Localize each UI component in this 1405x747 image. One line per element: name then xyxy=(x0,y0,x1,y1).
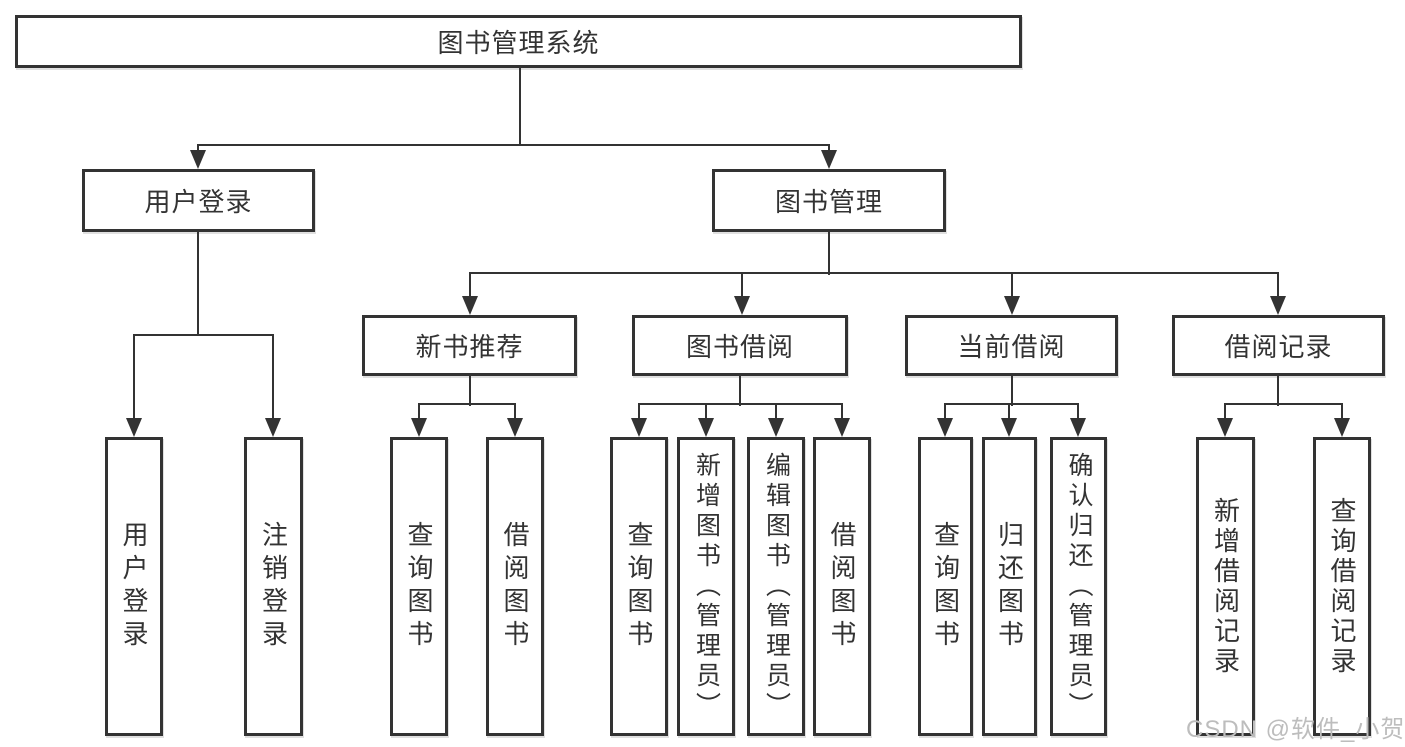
leaf-add-book-admin: 新增图书（管理员） xyxy=(677,437,735,736)
leaf-newbook-query-books: 查询图书 xyxy=(390,437,448,736)
node-current-borrowing: 当前借阅 xyxy=(905,315,1118,376)
leaf-user-login: 用户登录 xyxy=(105,437,163,736)
node-book-management-label: 图书管理 xyxy=(774,187,883,217)
node-borrow-records: 借阅记录 xyxy=(1172,315,1385,376)
connector-root-split xyxy=(197,144,830,146)
arrow-down xyxy=(821,150,837,169)
node-user-login: 用户登录 xyxy=(82,169,315,232)
connector-stub xyxy=(1011,272,1013,298)
leaf-user-login-label: 用户登录 xyxy=(119,520,149,653)
leaf-add-book-admin-label: 新增图书（管理员） xyxy=(692,451,721,722)
connector-stub xyxy=(469,272,471,298)
arrow-down xyxy=(698,418,714,437)
arrow-down xyxy=(190,150,206,169)
connector-stub xyxy=(705,403,707,420)
connector-stub xyxy=(741,272,743,298)
node-new-book-recommend: 新书推荐 xyxy=(362,315,577,376)
node-new-book-recommend-label: 新书推荐 xyxy=(415,332,524,362)
connector-current-borrow-split xyxy=(944,403,1079,405)
leaf-query-borrow-record-label: 查询借阅记录 xyxy=(1327,496,1357,677)
arrow-down xyxy=(411,418,427,437)
leaf-newbook-borrow-books-label: 借阅图书 xyxy=(500,520,530,653)
arrow-down xyxy=(834,418,850,437)
connector-stub xyxy=(1077,403,1079,420)
connector-stub xyxy=(944,403,946,420)
connector-borrow-record-split xyxy=(1224,403,1343,405)
leaf-newbook-borrow-books: 借阅图书 xyxy=(486,437,544,736)
leaf-current-query-books: 查询图书 xyxy=(918,437,973,736)
node-current-borrowing-label: 当前借阅 xyxy=(957,332,1066,362)
leaf-return-books: 归还图书 xyxy=(982,437,1037,736)
connector-new-book-split xyxy=(418,403,516,405)
node-book-borrowing-label: 图书借阅 xyxy=(685,332,794,362)
leaf-newbook-query-books-label: 查询图书 xyxy=(404,520,434,653)
connector-stub xyxy=(638,403,640,420)
csdn-watermark: CSDN @软件_小贺同学 xyxy=(1186,716,1405,743)
connector-stub xyxy=(1277,272,1279,298)
leaf-edit-book-admin: 编辑图书（管理员） xyxy=(747,437,805,736)
leaf-logout: 注销登录 xyxy=(244,437,303,736)
arrow-down xyxy=(1004,296,1020,315)
node-book-management: 图书管理 xyxy=(712,169,946,232)
node-root-library-system: 图书管理系统 xyxy=(15,15,1022,68)
leaf-borrow-books: 借阅图书 xyxy=(813,437,871,736)
connector-book-borrow-trunk xyxy=(739,376,741,406)
arrow-down xyxy=(768,418,784,437)
connector-stub xyxy=(1341,403,1343,420)
connector-new-book-trunk xyxy=(469,376,471,406)
leaf-add-borrow-record-label: 新增借阅记录 xyxy=(1210,496,1241,677)
connector-book-borrow-split xyxy=(638,403,843,405)
leaf-borrow-books-label: 借阅图书 xyxy=(827,520,857,653)
leaf-confirm-return-admin: 确认归还（管理员） xyxy=(1050,437,1107,736)
leaf-borrow-query-books-label: 查询图书 xyxy=(624,520,654,653)
leaf-query-borrow-record: 查询借阅记录 xyxy=(1313,437,1371,736)
node-borrow-records-label: 借阅记录 xyxy=(1224,332,1333,362)
arrow-down xyxy=(265,418,281,437)
arrow-down xyxy=(937,418,953,437)
connector-stub xyxy=(1224,403,1226,420)
connector-book-mgmt-trunk xyxy=(828,232,830,275)
arrow-down xyxy=(462,296,478,315)
arrow-down xyxy=(631,418,647,437)
connector-stub xyxy=(828,144,830,153)
connector-borrow-record-trunk xyxy=(1277,376,1279,406)
connector-stub xyxy=(514,403,516,420)
leaf-return-books-label: 归还图书 xyxy=(994,520,1025,653)
connector-stub xyxy=(1008,403,1010,420)
leaf-edit-book-admin-label: 编辑图书（管理员） xyxy=(762,451,791,722)
arrow-down xyxy=(1070,418,1086,437)
connector-stub xyxy=(775,403,777,420)
connector-stub xyxy=(418,403,420,420)
connector-stub xyxy=(272,334,274,420)
leaf-borrow-query-books: 查询图书 xyxy=(610,437,668,736)
leaf-current-query-books-label: 查询图书 xyxy=(930,520,961,653)
arrow-down xyxy=(1334,418,1350,437)
connector-stub xyxy=(133,334,135,420)
connector-root-trunk xyxy=(519,68,521,146)
connector-book-mgmt-split xyxy=(469,272,1279,274)
node-book-borrowing: 图书借阅 xyxy=(632,315,848,376)
arrow-down xyxy=(1001,418,1017,437)
connector-stub xyxy=(197,144,199,153)
arrow-down xyxy=(1217,418,1233,437)
arrow-down xyxy=(507,418,523,437)
arrow-down xyxy=(126,418,142,437)
arrow-down xyxy=(734,296,750,315)
connector-stub xyxy=(841,403,843,420)
node-user-login-label: 用户登录 xyxy=(144,187,253,217)
leaf-add-borrow-record: 新增借阅记录 xyxy=(1196,437,1255,736)
connector-user-login-trunk xyxy=(197,232,199,336)
connector-user-login-split xyxy=(133,334,274,336)
arrow-down xyxy=(1270,296,1286,315)
leaf-confirm-return-admin-label: 确认归还（管理员） xyxy=(1065,451,1093,722)
node-root-label: 图书管理系统 xyxy=(437,28,600,58)
connector-current-borrow-trunk xyxy=(1011,376,1013,406)
leaf-logout-label: 注销登录 xyxy=(258,520,289,653)
